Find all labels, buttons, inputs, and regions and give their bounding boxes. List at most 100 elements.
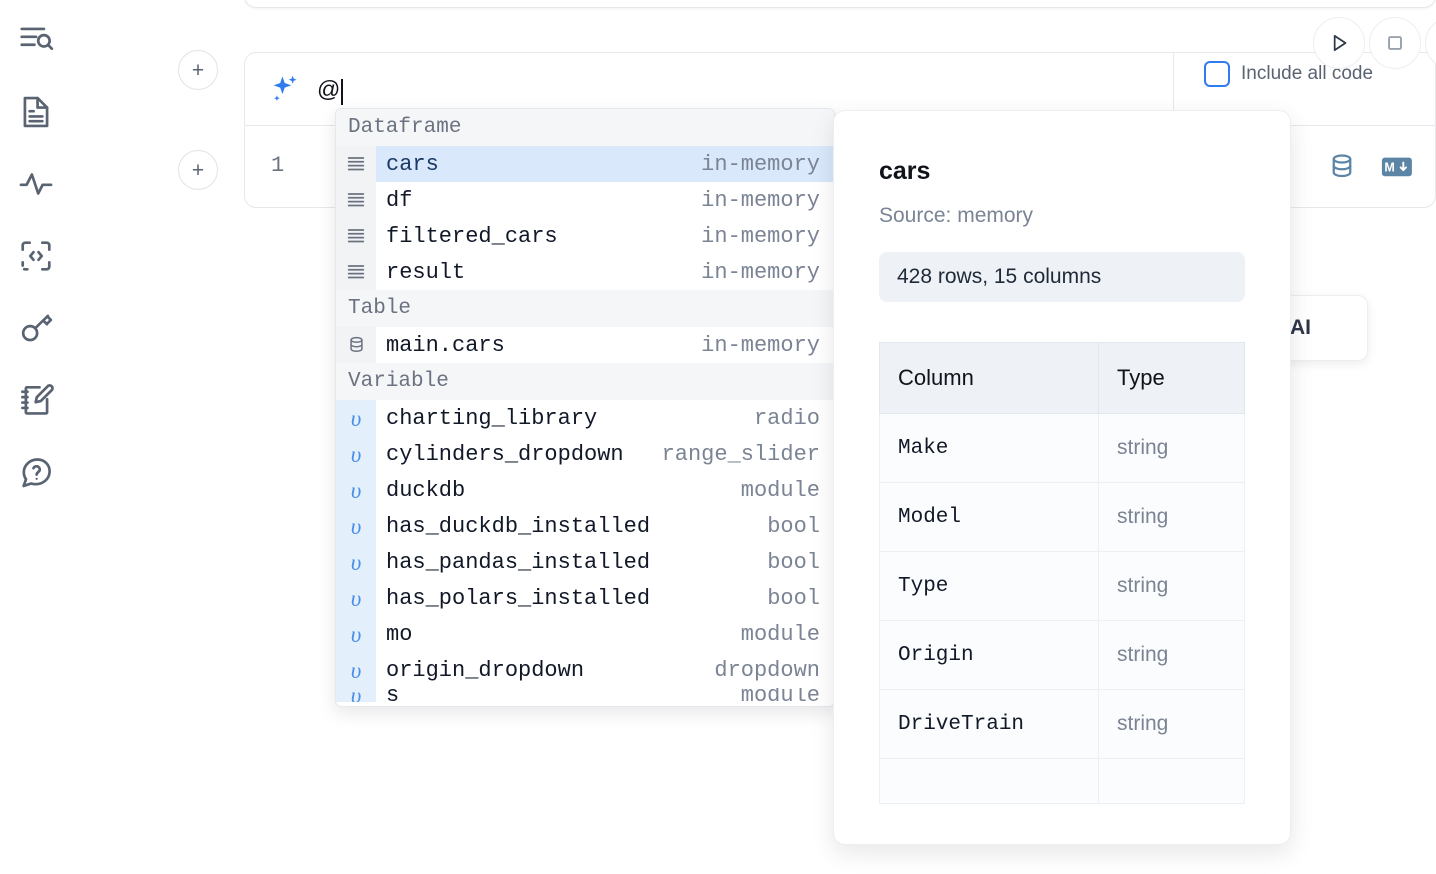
upsilon-icon: υ <box>336 508 376 544</box>
column-name-cell: Origin <box>879 620 1099 690</box>
dataframe-detail-panel: cars Source: memory 428 rows, 15 columns… <box>833 110 1291 845</box>
autocomplete-group-header: Variable <box>336 363 834 400</box>
autocomplete-item-name: has_pandas_installed <box>386 549 651 575</box>
autocomplete-item[interactable]: df in-memory <box>336 182 834 218</box>
autocomplete-item-name: has_polars_installed <box>386 585 651 611</box>
database-icon <box>336 327 376 363</box>
upsilon-icon: υ <box>336 580 376 616</box>
autocomplete-item[interactable]: cars in-memory <box>336 146 834 182</box>
autocomplete-item-name: s <box>386 688 400 702</box>
file-text-icon[interactable] <box>14 90 58 134</box>
autocomplete-item-name: cars <box>386 151 439 177</box>
autocomplete-item-name: main.cars <box>386 332 505 358</box>
autocomplete-group-header: Table <box>336 290 834 327</box>
autocomplete-item-name: cylinders_dropdown <box>386 441 624 467</box>
autocomplete-item-type: in-memory <box>701 332 820 358</box>
upsilon-icon: υ <box>336 472 376 508</box>
column-type-cell: string <box>1098 413 1245 483</box>
sparkles-icon <box>267 71 303 107</box>
outline-search-icon[interactable] <box>14 18 58 62</box>
column-name-cell: Make <box>879 413 1099 483</box>
autocomplete-item[interactable]: filtered_cars in-memory <box>336 218 834 254</box>
list-lines-icon <box>336 146 376 182</box>
help-chat-icon[interactable] <box>14 450 58 494</box>
cell-divider <box>1173 53 1174 127</box>
autocomplete-item[interactable]: υ origin_dropdown dropdown <box>336 652 834 688</box>
ai-prompt-input[interactable]: @ <box>303 53 1435 125</box>
upsilon-icon: υ <box>336 544 376 580</box>
markdown-down-icon[interactable]: M <box>1381 155 1413 184</box>
autocomplete-item[interactable]: main.cars in-memory <box>336 327 834 363</box>
table-row <box>879 758 1245 804</box>
autocomplete-item-name: duckdb <box>386 477 466 503</box>
database-icon[interactable] <box>1327 152 1357 187</box>
autocomplete-item-type: bool <box>767 549 820 575</box>
upsilon-icon: υ <box>336 652 376 688</box>
left-sidebar <box>0 0 72 874</box>
cell-action-icons: M <box>1327 152 1413 187</box>
column-type-cell <box>1098 758 1245 804</box>
key-icon[interactable] <box>14 306 58 350</box>
autocomplete-item-name: result <box>386 259 466 285</box>
autocomplete-item[interactable]: υ has_pandas_installed bool <box>336 544 834 580</box>
autocomplete-item-name: charting_library <box>386 405 598 431</box>
autocomplete-item[interactable]: υ cylinders_dropdown range_slider <box>336 436 834 472</box>
autocomplete-item-name: filtered_cars <box>386 223 558 249</box>
column-name-cell: Model <box>879 482 1099 552</box>
autocomplete-item-type: in-memory <box>701 223 820 249</box>
table-header-cell: Column <box>879 342 1099 414</box>
autocomplete-item-type: in-memory <box>701 187 820 213</box>
autocomplete-item-type: bool <box>767 585 820 611</box>
autocomplete-item[interactable]: υ has_polars_installed bool <box>336 580 834 616</box>
column-type-cell: string <box>1098 551 1245 621</box>
autocomplete-item-type: module <box>740 477 820 503</box>
run-button[interactable] <box>1313 17 1365 69</box>
autocomplete-item-name: has_duckdb_installed <box>386 513 651 539</box>
text-cursor <box>341 79 344 105</box>
autocomplete-item-type: range_slider <box>661 441 820 467</box>
autocomplete-item-name: origin_dropdown <box>386 657 585 683</box>
autocomplete-item[interactable]: result in-memory <box>336 254 834 290</box>
autocomplete-item-type: module <box>740 621 820 647</box>
column-name-cell <box>879 758 1099 804</box>
autocomplete-item-type: in-memory <box>701 259 820 285</box>
autocomplete-item-name: df <box>386 187 413 213</box>
detail-shape-badge: 428 rows, 15 columns <box>879 252 1245 302</box>
column-type-cell: string <box>1098 482 1245 552</box>
column-type-cell: string <box>1098 689 1245 759</box>
stop-button[interactable] <box>1369 17 1421 69</box>
autocomplete-item-type: module <box>740 688 820 702</box>
list-lines-icon <box>336 254 376 290</box>
upsilon-icon: υ <box>336 436 376 472</box>
autocomplete-item-type: dropdown <box>714 657 820 683</box>
add-cell-button-above[interactable]: + <box>178 50 218 90</box>
activity-pulse-icon[interactable] <box>14 162 58 206</box>
column-name-cell: DriveTrain <box>879 689 1099 759</box>
autocomplete-item-type: in-memory <box>701 151 820 177</box>
autocomplete-group-header: Dataframe <box>336 109 834 146</box>
line-number: 1 <box>271 153 285 178</box>
detail-source: Source: memory <box>879 204 1034 227</box>
code-brackets-icon[interactable] <box>14 234 58 278</box>
column-name-cell: Type <box>879 551 1099 621</box>
upsilon-icon: υ <box>336 688 376 702</box>
add-cell-button-below[interactable]: + <box>178 150 218 190</box>
notebook-edit-icon[interactable] <box>14 378 58 422</box>
table-header-cell: Type <box>1098 342 1245 414</box>
column-type-cell: string <box>1098 620 1245 690</box>
include-all-code-checkbox[interactable] <box>1204 61 1230 87</box>
list-lines-icon <box>336 182 376 218</box>
